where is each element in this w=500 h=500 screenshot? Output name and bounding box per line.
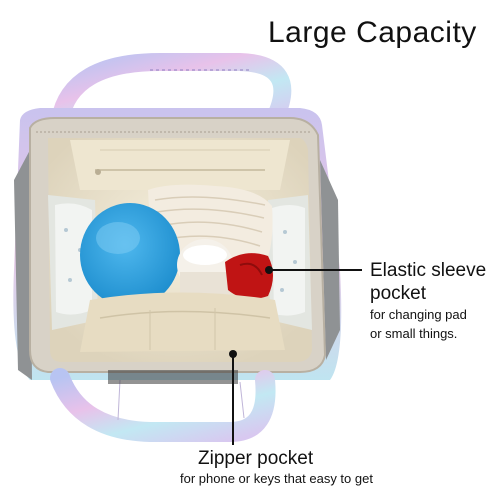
- zipper-pocket-desc: for phone or keys that easy to get: [180, 471, 373, 486]
- blue-container: [80, 203, 180, 307]
- elastic-pocket-marker: [265, 266, 273, 274]
- bottom-strap: [50, 368, 276, 442]
- elastic-pocket-title-2: pocket: [370, 283, 426, 304]
- page-title: Large Capacity: [268, 16, 477, 49]
- elastic-pocket-desc-1: for changing pad: [370, 307, 467, 322]
- zipper-pocket-title: Zipper pocket: [198, 448, 314, 469]
- elastic-pocket-desc-2: or small things.: [370, 326, 458, 341]
- red-item: [225, 253, 273, 299]
- top-handle: [51, 53, 292, 129]
- elastic-pocket-title-1: Elastic sleeve: [370, 260, 487, 281]
- zipper-pocket-leader: [232, 355, 234, 445]
- zipper-pocket-marker: [229, 350, 237, 358]
- elastic-pocket-leader: [270, 269, 362, 271]
